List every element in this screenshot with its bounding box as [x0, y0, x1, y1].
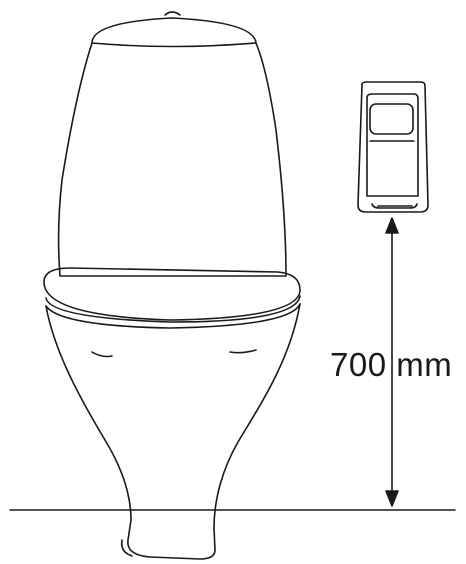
toilet-bowl-contour-left — [91, 351, 113, 358]
arrowhead-top — [385, 217, 399, 234]
toilet-bowl-contour-right — [229, 349, 257, 354]
toilet-seat-line — [45, 295, 301, 323]
dimension-label-backing — [366, 350, 380, 376]
dimension-unit: mm — [396, 346, 452, 383]
toilet-base-curve — [120, 539, 133, 557]
toilet-tank — [57, 42, 287, 277]
dispenser-window — [369, 103, 414, 135]
toilet-bowl-rim — [43, 267, 301, 321]
toilet-tank-lid — [91, 17, 257, 48]
dimension-arrow — [385, 217, 399, 507]
toilet-pedestal — [45, 303, 301, 560]
toilet-rim-inner — [45, 303, 301, 329]
toilet-tank-lid-knob — [164, 11, 181, 16]
dispenser-front-panel — [366, 93, 419, 197]
dimension-label: 700 mm — [330, 346, 452, 383]
dispenser-outlet — [371, 203, 418, 209]
dispenser — [357, 81, 429, 213]
dispenser-housing — [357, 81, 429, 213]
arrowhead-bottom — [385, 490, 399, 507]
dimension-value: 700 — [330, 346, 387, 383]
toilet — [43, 11, 301, 560]
